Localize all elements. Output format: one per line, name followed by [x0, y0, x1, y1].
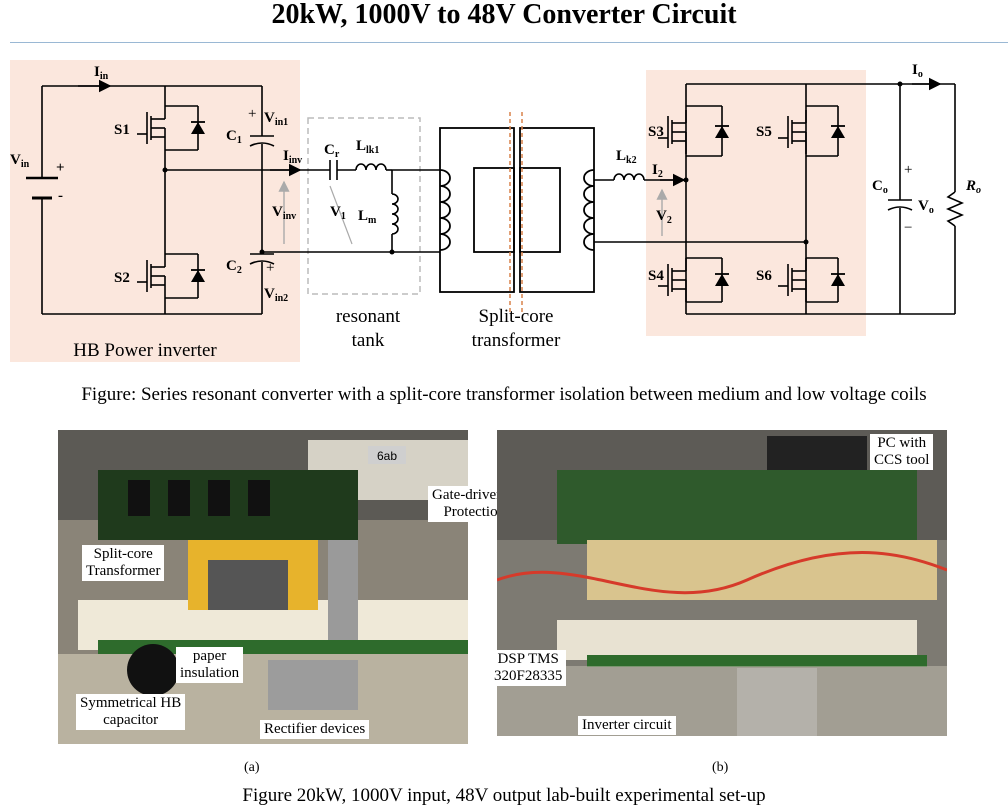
- leakage-inductor-llk1: [355, 163, 387, 171]
- label-c1-plus: +: [248, 106, 256, 122]
- label-vo-plus: +: [904, 162, 912, 178]
- label-io: Io: [912, 62, 923, 80]
- label-hb-inverter: HB Power inverter: [73, 340, 217, 361]
- label-inverter-circuit: Inverter circuit: [578, 716, 676, 735]
- page-title: 20kW, 1000V to 48V Converter Circuit: [271, 0, 737, 30]
- label-co: Co: [872, 178, 888, 196]
- label-resonant-tank-1: resonant: [336, 306, 401, 327]
- label-c2: C2: [226, 258, 242, 276]
- label-iin: Iin: [94, 64, 109, 82]
- label-llk1: Llk1: [356, 138, 379, 156]
- label-s4: S4: [648, 268, 664, 284]
- label-iinv: Iinv: [283, 148, 302, 166]
- label-s1: S1: [114, 122, 130, 138]
- label-vin2: Vin2: [264, 286, 288, 304]
- split-core-transformer: [439, 127, 595, 293]
- label-ro: Ro: [965, 178, 981, 196]
- label-vo: Vo: [918, 198, 934, 216]
- label-rectifier-devices: Rectifier devices: [260, 720, 370, 739]
- photo-setup-b: [497, 430, 947, 736]
- photo-b-illustration: [497, 430, 947, 736]
- label-vin-minus: -: [58, 188, 63, 204]
- label-lm: Lm: [358, 208, 377, 226]
- v1-arrow: [329, 185, 353, 245]
- label-vin: Vin: [10, 152, 30, 170]
- label-split-core-2: transformer: [472, 330, 561, 351]
- label-split-core-1: Split-core: [479, 306, 554, 327]
- label-s2: S2: [114, 270, 130, 286]
- label-v1: V1: [330, 204, 346, 222]
- sublabel-b: (b): [712, 760, 729, 775]
- label-cr: Cr: [324, 142, 340, 160]
- label-vin-plus: +: [56, 160, 65, 176]
- leakage-inductor-lk2: [613, 173, 645, 181]
- hb-inverter-block: [10, 60, 300, 362]
- label-v2: V2: [656, 208, 672, 226]
- label-i2: I2: [652, 162, 663, 180]
- label-vo-minus: −: [904, 220, 912, 236]
- label-s6: S6: [756, 268, 772, 284]
- figure-caption-top: Figure: Series resonant converter with a…: [81, 384, 927, 405]
- label-vinv: Vinv: [272, 204, 296, 222]
- photo-a-tag: 6ab: [377, 449, 397, 463]
- title-divider: [10, 42, 1008, 43]
- label-s5: S5: [756, 124, 772, 140]
- figure-caption-bottom: Figure 20kW, 1000V input, 48V output lab…: [242, 785, 766, 806]
- label-c2-plus: +: [266, 260, 274, 276]
- label-lk2: Lk2: [616, 148, 637, 166]
- resonant-capacitor-cr: [329, 160, 356, 180]
- label-vin1: Vin1: [264, 110, 288, 128]
- rectifier-block: [646, 70, 866, 336]
- resonant-tank-box: [307, 117, 421, 295]
- magnetizing-inductor-lm: [391, 193, 399, 235]
- label-s3: S3: [648, 124, 664, 140]
- input-source: [26, 79, 262, 315]
- converter-circuit-diagram: Iin Vin + - S1 S2 C1 C2 + + Vin1 Vin2 Ii…: [10, 60, 981, 362]
- sublabel-a: (a): [244, 760, 260, 775]
- label-c1: C1: [226, 128, 242, 146]
- output-stage: [887, 77, 965, 315]
- label-resonant-tank-2: tank: [352, 330, 385, 351]
